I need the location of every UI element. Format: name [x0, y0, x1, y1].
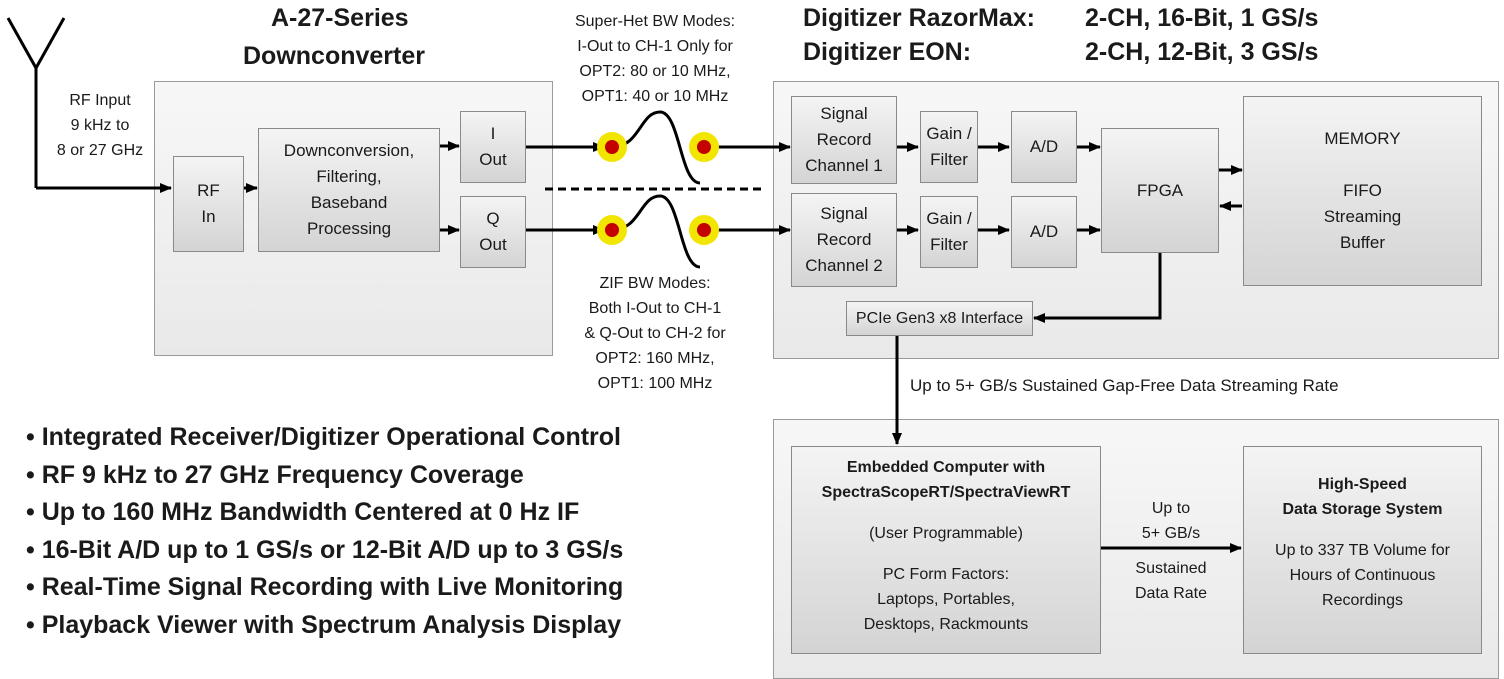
razormax-name: Digitizer RazorMax:: [803, 4, 1035, 32]
eon-spec: 2-CH, 12-Bit, 3 GS/s: [1085, 38, 1319, 66]
list-item: • Playback Viewer with Spectrum Analysis…: [26, 610, 622, 639]
downconverter-title-1: A-27-Series: [271, 4, 409, 32]
connector-icons: [597, 132, 719, 245]
gain-filter-ch2: Gain /Filter: [920, 196, 978, 268]
streaming-rate-text: Up to 5+ GB/s Sustained Gap-Free Data St…: [910, 376, 1339, 395]
pcie-interface: PCIe Gen3 x8 Interface: [846, 301, 1033, 336]
ad-ch1: A/D: [1011, 111, 1077, 183]
list-item: • RF 9 kHz to 27 GHz Frequency Coverage: [26, 460, 524, 489]
fpga-block: FPGA: [1101, 128, 1219, 253]
eon-name: Digitizer EON:: [803, 38, 972, 66]
gain-filter-ch1: Gain /Filter: [920, 111, 978, 183]
list-item: • Integrated Receiver/Digitizer Operatio…: [26, 423, 621, 451]
list-item: • 16-Bit A/D up to 1 GS/s or 12-Bit A/D …: [26, 535, 624, 564]
superhet-modes-text: Super-Het BW Modes:I-Out to CH-1 Only fo…: [574, 13, 736, 105]
ad-ch2: A/D: [1011, 196, 1077, 268]
antenna-icon: [6, 17, 66, 188]
zif-modes-text: ZIF BW Modes:Both I-Out to CH-1& Q-Out t…: [584, 275, 726, 392]
list-item: • Real-Time Signal Recording with Live M…: [26, 573, 624, 602]
downconverter-title-2: Downconverter: [243, 42, 425, 70]
razormax-spec: 2-CH, 16-Bit, 1 GS/s: [1085, 4, 1319, 32]
feature-list: • Integrated Receiver/Digitizer Operatio…: [26, 419, 623, 645]
list-item: • Up to 160 MHz Bandwidth Centered at 0 …: [26, 498, 580, 527]
